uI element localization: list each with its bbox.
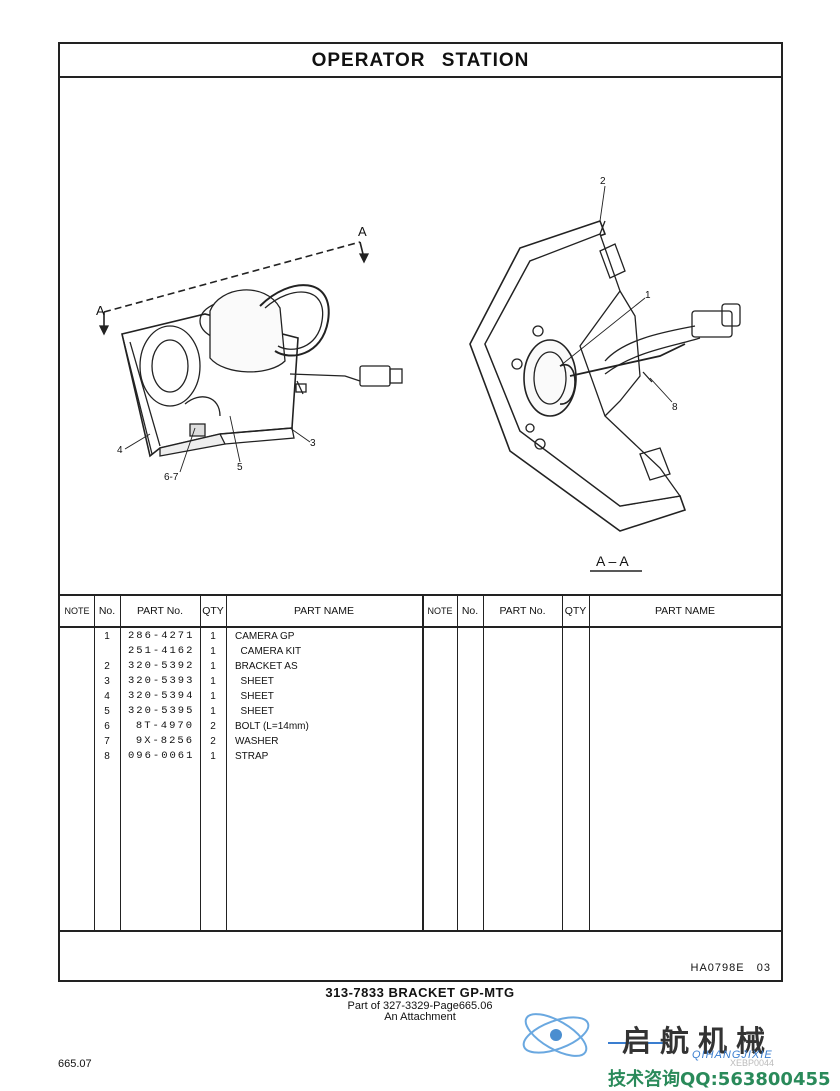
page-title: OPERATOR STATION — [60, 44, 781, 78]
header-note-2: NOTE — [427, 606, 453, 616]
drawing-code: HA0798E 03 — [690, 962, 771, 974]
header-part-name: PART NAME — [293, 605, 355, 617]
row-part-no: 9X-8256 — [135, 735, 194, 747]
callout-5: 5 — [237, 462, 243, 473]
header-part-name-2: PART NAME — [654, 605, 716, 617]
row-part-name: WASHER — [235, 736, 279, 747]
row-part-name: CAMERA GP — [235, 631, 295, 642]
header-no: No. — [98, 605, 116, 617]
callout-6-7: 6-7 — [164, 472, 179, 483]
header-qty-2: QTY — [564, 605, 587, 617]
illustration-area: A A 1 2 3 4 5 6-7 8 A – A — [60, 76, 781, 594]
row-part-name: SHEET — [235, 676, 274, 687]
watermark-logo — [522, 1013, 668, 1057]
table-footer: HA0798E 03 — [60, 930, 781, 982]
row-qty: 2 — [210, 721, 216, 732]
header-no-2: No. — [461, 605, 479, 617]
row-part-name: BRACKET AS — [235, 661, 298, 672]
row-no: 6 — [104, 721, 110, 732]
row-qty: 1 — [210, 751, 216, 762]
row-qty: 1 — [210, 691, 216, 702]
row-part-no: 320-5393 — [128, 675, 195, 687]
row-part-no: 096-0061 — [128, 750, 195, 762]
row-part-no: 251-4162 — [128, 645, 195, 657]
parts-table: NOTE No. PART No. QTY PART NAME NOTE No.… — [60, 594, 781, 932]
watermark-contact: 技术咨询QQ:563800455 — [608, 1069, 831, 1090]
page-number: 665.07 — [58, 1058, 92, 1070]
callout-4: 4 — [117, 445, 123, 456]
row-part-no: 320-5394 — [128, 690, 195, 702]
row-no: 5 — [104, 706, 110, 717]
callout-3: 3 — [310, 438, 316, 449]
assembly-title: 313-7833 BRACKET GP-MTG — [325, 985, 515, 1000]
row-no: 4 — [104, 691, 110, 702]
row-qty: 1 — [210, 676, 216, 687]
assembly-reference: Part of 327-3329-Page665.06 — [347, 1000, 493, 1012]
row-part-no: 320-5392 — [128, 660, 195, 672]
watermark-code: XEBP0044 — [730, 1058, 775, 1068]
row-no — [94, 644, 120, 659]
parts-page-frame: OPERATOR STATION — [58, 42, 783, 982]
row-no: 2 — [104, 661, 110, 672]
header-part-no-2: PART No. — [499, 605, 546, 617]
row-part-name: SHEET — [235, 706, 274, 717]
watermark-chinese: 启航机械 — [622, 1024, 775, 1058]
row-part-no: 320-5395 — [128, 705, 195, 717]
row-part-no: 8T-4970 — [135, 720, 194, 732]
callout-2: 2 — [600, 176, 606, 187]
parts-diagram: A A 1 2 3 4 5 6-7 8 A – A — [96, 176, 741, 572]
row-no: 1 — [104, 631, 110, 642]
row-qty: 2 — [210, 736, 216, 747]
row-part-name: SHEET — [235, 691, 274, 702]
row-no: 7 — [104, 736, 110, 747]
table-header-row — [60, 596, 781, 628]
row-qty: 1 — [210, 661, 216, 672]
header-note: NOTE — [64, 606, 90, 616]
assembly-note: An Attachment — [384, 1011, 456, 1023]
row-no: 3 — [104, 676, 110, 687]
callout-1: 1 — [645, 290, 651, 301]
row-part-name: CAMERA KIT — [235, 646, 302, 657]
row-part-no: 286-4271 — [128, 630, 195, 642]
section-marker-left: A — [96, 303, 105, 318]
row-qty: 1 — [210, 706, 216, 717]
header-part-no: PART No. — [136, 605, 184, 617]
row-part-name: STRAP — [235, 751, 269, 762]
section-label: A – A — [596, 553, 629, 569]
watermark-pinyin: QIHANGJIXIE — [692, 1049, 773, 1061]
header-qty: QTY — [202, 605, 224, 617]
row-qty: 1 — [210, 631, 216, 642]
row-part-name: BOLT (L=14mm) — [235, 721, 309, 732]
row-no: 8 — [104, 751, 110, 762]
callout-8: 8 — [672, 402, 678, 413]
row-qty: 1 — [210, 646, 216, 657]
section-marker-right: A — [358, 224, 367, 239]
